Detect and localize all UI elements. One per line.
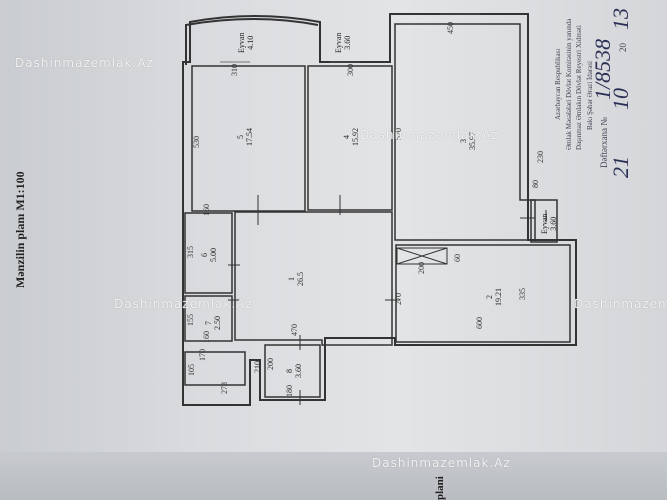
dim-label: 180 [285, 385, 294, 397]
dim-label: 270 [394, 293, 403, 305]
dim-label: 105 [187, 364, 196, 376]
dim-label: 450 [446, 22, 455, 34]
footer-fragment: plani [434, 476, 446, 500]
stamp-line: Azərbaycan Respublikası [554, 48, 562, 120]
watermark-text: Dashinmazemlak.Az [114, 297, 253, 311]
watermark-text: Dashinmazemlak.Az [574, 297, 667, 311]
bottom-paper-edge [0, 452, 667, 500]
registration-stamp: Azərbaycan Respublikası Əmlak Məsələləri… [548, 0, 667, 230]
watermark-text: Dashinmazemlak.Az [15, 56, 154, 70]
watermark-text: Dashinmazemlak.Az [372, 456, 511, 470]
dim-label: 315 [186, 246, 195, 258]
dim-label: 200 [266, 358, 275, 370]
dim-label: 200 [417, 262, 426, 274]
stamp-year-prefix: 20 [618, 43, 628, 52]
stamp-year-suffix: 13 [608, 8, 633, 30]
dim-label: 310 [230, 64, 239, 76]
dim-label: 155 [186, 314, 195, 326]
watermark-text: Dashinmazemlak.Az [360, 128, 499, 142]
stamp-month: 10 [608, 88, 633, 110]
dim-label: 300 [346, 64, 355, 76]
dim-label: 530 [192, 136, 201, 148]
dim-label: 80 [531, 180, 540, 188]
dim-label: 273 [220, 382, 229, 394]
dim-label: 230 [536, 151, 545, 163]
dim-label: 170 [198, 349, 207, 361]
dim-label: 335 [518, 288, 527, 300]
stamp-line: Daşınmaz Əmlakın Dövlət Reyestri Xidməti [575, 25, 583, 150]
dim-label: 160 [202, 204, 211, 216]
stamp-line: Əmlak Məsələləri Dövlət Komitəsinin yanı… [565, 18, 573, 150]
dim-label: 160 [202, 331, 211, 343]
stamp-day: 21 [608, 156, 633, 178]
dim-label: 210 [253, 361, 262, 373]
dim-label: 600 [475, 317, 484, 329]
dim-label: 470 [290, 324, 299, 336]
dim-label: 60 [453, 254, 462, 262]
